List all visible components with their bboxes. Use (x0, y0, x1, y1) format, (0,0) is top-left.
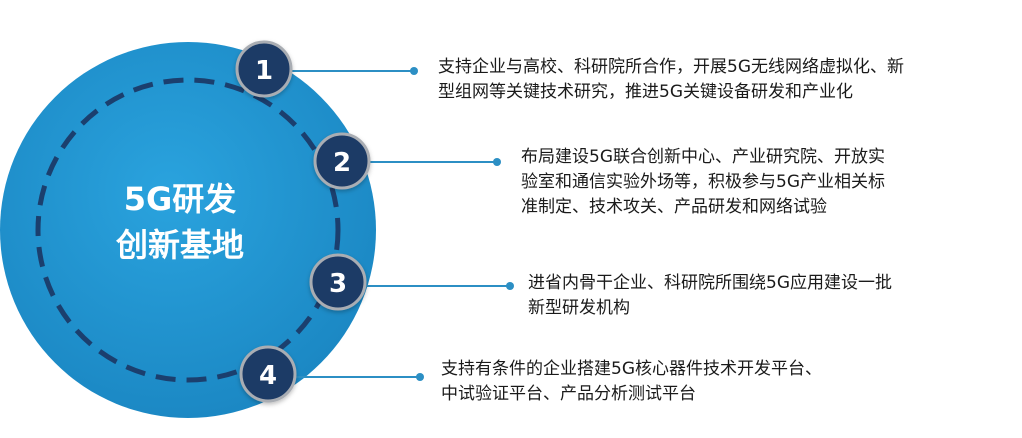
item-2-line-1: 布局建设5G联合创新中心、产业研究院、开放实 (521, 147, 885, 167)
item-3-line-2: 新型研发机构 (528, 298, 630, 318)
badge-number-1: 1 (255, 56, 273, 86)
badge-4: 4 (239, 345, 297, 403)
connector-3 (366, 282, 514, 290)
item-4-description: 支持有条件的企业搭建5G核心器件技术开发平台、 中试验证平台、产品分析测试平台 (441, 357, 822, 407)
hub-title-line2: 创新基地 (115, 226, 244, 264)
hub-title-line1: 5G研发 (124, 180, 237, 218)
connector-4 (296, 373, 424, 381)
item-3-line-1: 进省内骨干企业、科研院所围绕5G应用建设一批 (528, 273, 892, 293)
hub-circle (0, 42, 376, 418)
badge-number-3: 3 (329, 269, 347, 299)
item-2-description: 布局建设5G联合创新中心、产业研究院、开放实 验室和通信实验外场等，积极参与5G… (521, 145, 885, 220)
connector-dot-1 (410, 67, 418, 75)
badge-2: 2 (313, 132, 371, 190)
connector-1 (292, 67, 418, 75)
item-1-description: 支持企业与高校、科研院所合作，开展5G无线网络虚拟化、新 型组网等关键技术研究，… (438, 55, 904, 105)
connector-dot-3 (506, 282, 514, 290)
badge-3: 3 (309, 253, 367, 311)
connector-dot-2 (493, 158, 501, 166)
item-4-line-1: 支持有条件的企业搭建5G核心器件技术开发平台、 (441, 359, 822, 379)
badge-number-2: 2 (333, 148, 351, 178)
hub-dashed-ring (35, 77, 341, 383)
connector-2 (370, 158, 501, 166)
item-1-line-2: 型组网等关键技术研究，推进5G关键设备研发和产业化 (438, 82, 853, 102)
connector-dot-4 (416, 373, 424, 381)
item-2-line-3: 准制定、技术攻关、产品研发和网络试验 (521, 197, 827, 217)
badge-number-4: 4 (259, 361, 277, 391)
item-1-line-1: 支持企业与高校、科研院所合作，开展5G无线网络虚拟化、新 (438, 57, 904, 77)
item-4-line-2: 中试验证平台、产品分析测试平台 (441, 384, 696, 404)
item-2-line-2: 验室和通信实验外场等，积极参与5G产业相关标 (521, 172, 885, 192)
badge-1: 1 (235, 40, 293, 98)
item-3-description: 进省内骨干企业、科研院所围绕5G应用建设一批 新型研发机构 (528, 271, 892, 321)
